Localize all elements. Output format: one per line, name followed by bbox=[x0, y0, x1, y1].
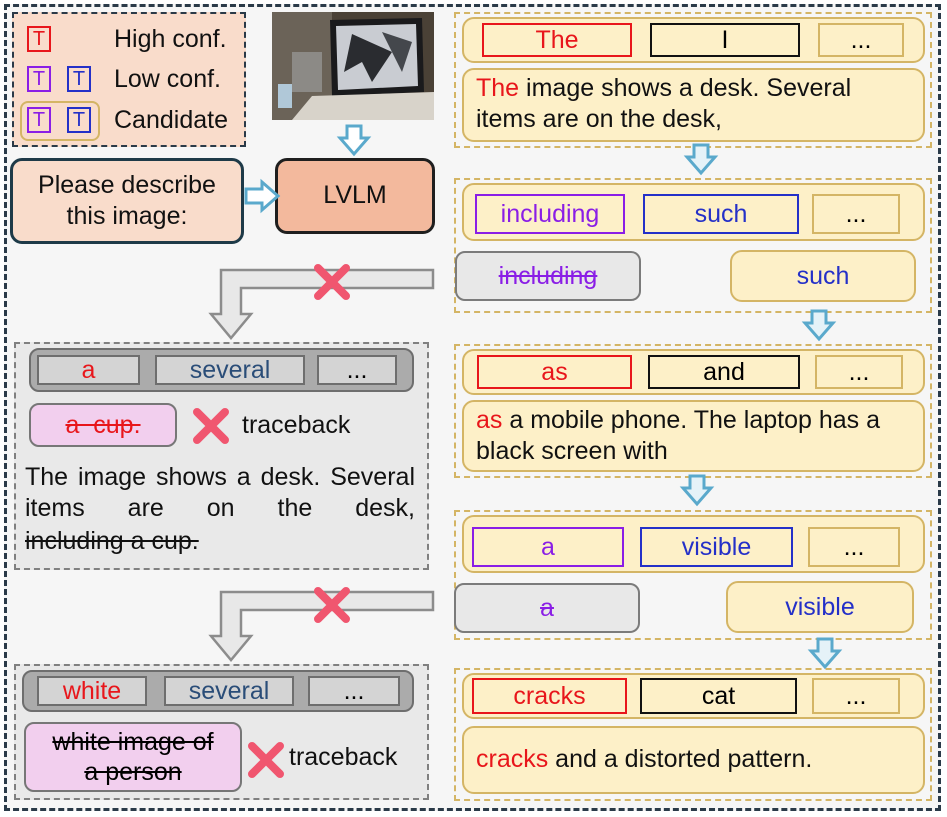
step3-token-more: ... bbox=[815, 355, 903, 389]
step1-token-high: The bbox=[482, 23, 632, 57]
legend-candidate-group bbox=[20, 101, 100, 141]
step4-token-low-purple: a bbox=[472, 527, 624, 567]
step5-output-lead: cracks bbox=[476, 745, 549, 774]
panel1-token-2: several bbox=[155, 355, 305, 385]
step5-output-text: cracks and a distorted pattern. bbox=[462, 726, 925, 794]
legend-low-icon-purple: T bbox=[27, 66, 51, 92]
arrow-down-step3 bbox=[679, 474, 715, 507]
step3-token-other: and bbox=[648, 355, 800, 389]
traceback-cross-2-icon bbox=[248, 742, 284, 778]
step1-token-other: I bbox=[650, 23, 800, 57]
prompt-line1: Please describe bbox=[38, 170, 216, 199]
panel1-token-more: ... bbox=[317, 355, 397, 385]
step5-group bbox=[454, 668, 932, 801]
legend-high-icon: T bbox=[27, 26, 51, 52]
step5-output-rest: and a distorted pattern. bbox=[548, 745, 813, 774]
step5-token-other: cat bbox=[640, 678, 797, 714]
step4-accepted-branch: visible bbox=[726, 581, 914, 633]
panel2-wrong-line1: white image of bbox=[52, 728, 214, 756]
reject-cross-2-icon bbox=[314, 587, 350, 623]
step1-output-lead: The bbox=[476, 74, 520, 102]
step2-rejected-branch: including bbox=[455, 251, 641, 301]
step2-token-low-purple: including bbox=[475, 194, 625, 234]
legend-low-icon-blue: T bbox=[67, 66, 91, 92]
step1-token-more: ... bbox=[818, 23, 904, 57]
step4-rejected-branch: a bbox=[454, 583, 640, 633]
step3-output-rest: a mobile phone. The laptop has a black s… bbox=[476, 406, 880, 466]
legend-low-label: Low conf. bbox=[114, 65, 222, 93]
step3-output-text: as a mobile phone. The laptop has a blac… bbox=[462, 400, 925, 472]
step4-token-more: ... bbox=[808, 527, 900, 567]
legend-high-label: High conf. bbox=[114, 25, 227, 53]
prompt-box: Please describe this image: bbox=[10, 158, 244, 244]
panel1-token-1: a bbox=[37, 355, 140, 385]
step2-accepted-branch: such bbox=[730, 250, 916, 302]
arrow-down-photo-to-lvlm bbox=[336, 124, 372, 157]
step1-output-text: The image shows a desk. Several items ar… bbox=[462, 68, 925, 142]
panel2-traceback-label: traceback bbox=[289, 743, 398, 771]
panel2-token-2: several bbox=[164, 676, 294, 706]
step4-token-low-blue: visible bbox=[640, 527, 793, 567]
arrow-right-prompt-to-lvlm bbox=[244, 178, 281, 214]
arrow-down-step1 bbox=[683, 143, 719, 176]
step3-token-high: as bbox=[477, 355, 632, 389]
panel2-wrong-branch: white image of a person bbox=[24, 722, 242, 792]
panel1-text: The image shows a desk. Several items ar… bbox=[25, 463, 415, 523]
panel1-traceback-label: traceback bbox=[242, 411, 351, 439]
step5-token-more: ... bbox=[812, 678, 900, 714]
step2-token-low-blue: such bbox=[643, 194, 799, 234]
traceback-cross-1-icon bbox=[193, 408, 229, 444]
step1-output-rest: image shows a desk. Several items are on… bbox=[476, 74, 852, 134]
legend-candidate-label: Candidate bbox=[114, 106, 228, 134]
panel2-token-1: white bbox=[37, 676, 147, 706]
step2-group bbox=[454, 178, 932, 313]
reject-cross-1-icon bbox=[314, 264, 350, 300]
panel2-token-more: ... bbox=[308, 676, 400, 706]
arrow-down-step4 bbox=[807, 637, 843, 670]
step4-group bbox=[454, 510, 932, 640]
panel1-struck-text: including a cup. bbox=[25, 527, 199, 555]
prompt-line2: this image: bbox=[66, 202, 188, 230]
lvlm-box: LVLM bbox=[275, 158, 435, 234]
input-photo bbox=[272, 12, 434, 120]
step3-output-lead: as bbox=[476, 406, 503, 434]
legend-candidate-icon-blue: T bbox=[67, 107, 91, 133]
laptop-photo-graphic bbox=[272, 12, 434, 120]
legend-candidate-icon-purple: T bbox=[27, 107, 51, 133]
step2-token-more: ... bbox=[812, 194, 900, 234]
panel1-wrong-branch: a cup. bbox=[29, 403, 177, 447]
panel2-wrong-line2: a person bbox=[84, 758, 182, 786]
arrow-down-step2 bbox=[801, 309, 837, 342]
legend: T High conf. T T Low conf. T T Candidate bbox=[12, 12, 246, 147]
step5-token-high: cracks bbox=[472, 678, 627, 714]
